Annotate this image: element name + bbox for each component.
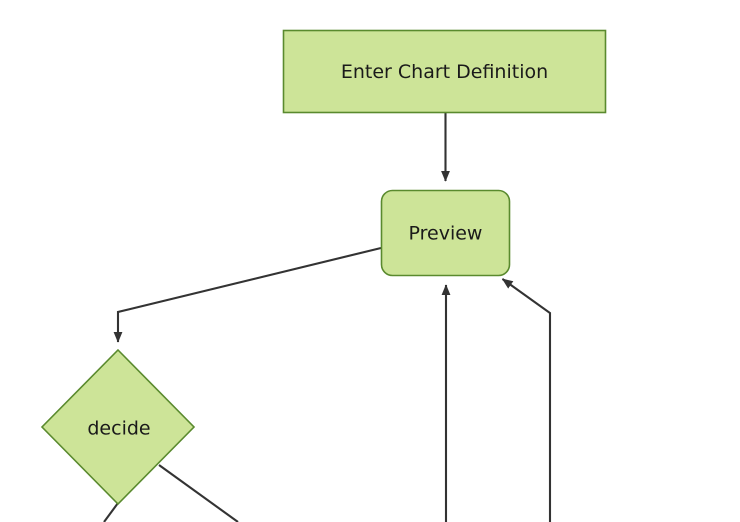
node-decide-label: decide xyxy=(87,418,150,440)
node-enter-chart-definition-label: Enter Chart Definition xyxy=(341,61,548,83)
edge-preview-to-decide xyxy=(113,246,382,343)
edge-return-right-to-preview xyxy=(501,278,552,522)
node-enter-chart-definition[interactable]: Enter Chart Definition xyxy=(282,29,607,114)
node-decide[interactable]: decide xyxy=(40,348,196,506)
node-preview-shape xyxy=(380,189,511,277)
node-group: Enter Chart Definition Preview decide xyxy=(40,29,607,506)
node-enter-chart-definition-shape xyxy=(282,29,607,114)
node-preview-label: Preview xyxy=(409,223,483,245)
edge-decide-to-below-right xyxy=(158,464,239,522)
node-decide-shape xyxy=(40,348,196,506)
edge-decide-to-below-left xyxy=(103,502,119,522)
node-preview[interactable]: Preview xyxy=(380,189,511,277)
edge-group xyxy=(103,113,552,522)
